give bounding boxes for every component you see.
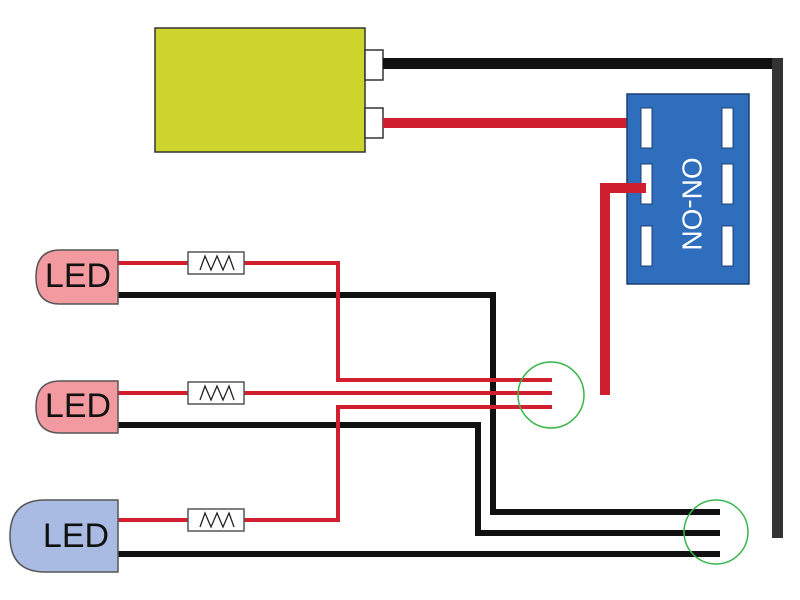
led-label: LED — [45, 387, 111, 425]
switch-pin — [640, 107, 653, 149]
led-body — [35, 380, 119, 434]
led-body — [9, 499, 119, 573]
led-1: LED — [35, 249, 119, 305]
led2-negative-wire — [118, 422, 720, 536]
led-body — [35, 249, 119, 305]
led1-positive-wire — [118, 261, 552, 382]
switch-pin — [721, 107, 734, 149]
battery-positive-wire — [383, 118, 653, 128]
switch-pins — [640, 107, 734, 267]
positive-junction-circle — [517, 361, 585, 429]
battery-terminal-negative — [364, 49, 384, 81]
switch-pin — [721, 225, 734, 267]
resistor-1 — [187, 251, 245, 275]
switch-pin — [640, 225, 653, 267]
led-2: LED — [35, 380, 119, 434]
led-label: LED — [45, 257, 111, 295]
on-on-switch: ON-ON — [626, 93, 750, 285]
battery — [154, 27, 384, 153]
switch-label: ON-ON — [677, 157, 708, 250]
resistors — [187, 251, 245, 532]
positive-wires — [118, 261, 552, 522]
negative-wires — [118, 292, 720, 557]
switch-pin — [721, 163, 734, 205]
battery-negative-wire — [383, 58, 783, 538]
led-label: LED — [43, 517, 109, 555]
resistor-3 — [187, 508, 245, 532]
negative-junction-circle — [683, 499, 749, 565]
led-3: LED — [9, 499, 119, 573]
resistor-2 — [187, 381, 245, 405]
switch-output-wire — [600, 183, 646, 395]
battery-body — [154, 27, 366, 153]
battery-terminal-positive — [364, 107, 384, 139]
led1-negative-wire — [118, 292, 720, 515]
